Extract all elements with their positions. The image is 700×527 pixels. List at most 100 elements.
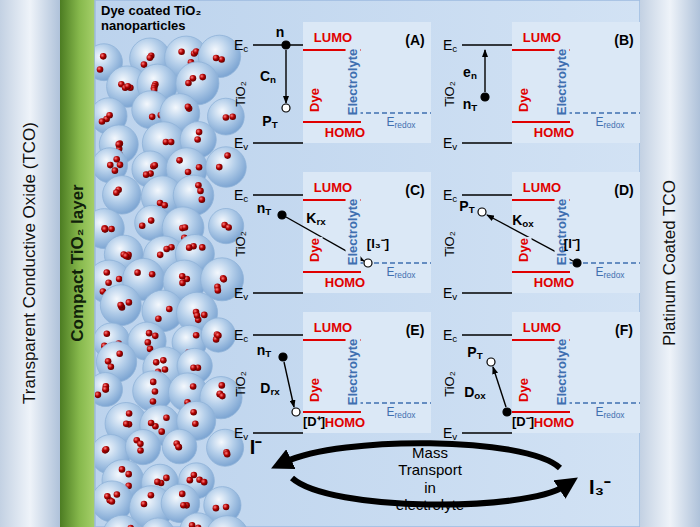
dye-molecule [149, 114, 156, 121]
text-holder: Dye [308, 237, 323, 263]
homo-label: HOMO [325, 126, 365, 141]
dye-molecule [141, 61, 148, 68]
dye-molecule [104, 493, 111, 500]
electron [279, 353, 287, 361]
text-holder: I⁻ [250, 436, 263, 459]
dye-molecule [116, 276, 123, 283]
rate-label: Krx [306, 210, 325, 226]
text-holder: Kox [512, 212, 534, 228]
text-holder: Platinum Coated TCO [660, 180, 680, 346]
platinum-band-fill [640, 0, 700, 527]
valence-band-edge [253, 292, 303, 294]
band-edge-label: Ev [443, 285, 457, 301]
tio2-particle [201, 318, 235, 352]
dye-molecule [185, 80, 192, 87]
material-label: TiO₂ [234, 231, 249, 257]
dye-molecule [213, 55, 220, 62]
energy-diagram [253, 335, 431, 433]
tio2-particle [162, 429, 197, 464]
main-text: E [443, 135, 452, 151]
nanoparticle-region: Dye coated TiO₂ nanoparticles(A)LUMODyeE… [95, 0, 640, 527]
text-holder: Ec [443, 327, 457, 343]
electrolyte-label: Electrolyte [555, 48, 570, 116]
dye-molecule [150, 379, 157, 386]
band-edge-label: Ec [234, 187, 248, 203]
text-holder: HOMO [534, 276, 574, 291]
dye-molecule [197, 188, 204, 195]
subscript: T [265, 348, 271, 359]
subscript: c [452, 43, 457, 54]
text-holder: Mass Transport in electrolyte [396, 444, 464, 513]
panel-letter: (A) [405, 32, 424, 48]
main-text: E [387, 115, 395, 129]
subscript: redox [395, 410, 416, 420]
subscript: n [270, 74, 276, 85]
main-text: E [387, 405, 395, 419]
main-text: D [260, 380, 270, 396]
subscript: T [265, 206, 271, 217]
conduction-band-edge [253, 334, 303, 336]
rate-label: Cn [260, 68, 276, 84]
subscript: v [452, 141, 457, 152]
dye-molecule [162, 366, 169, 373]
dye-molecule [220, 276, 227, 283]
text-holder: LUMO [314, 321, 352, 336]
main-text: E [443, 37, 452, 53]
energy-diagram [253, 41, 431, 143]
conduction-band-edge [462, 194, 512, 196]
electron [573, 259, 581, 267]
dye-molecule [95, 392, 101, 399]
tio2-particle [100, 285, 141, 326]
dye-molecule [123, 421, 130, 428]
valence-band-edge [462, 292, 512, 294]
lumo-label: LUMO [523, 181, 561, 196]
main-text: E [443, 187, 452, 203]
text-holder: Compact TiO₂ layer [68, 184, 88, 341]
material-label: TiO₂ [443, 371, 458, 397]
dye-molecule [125, 471, 132, 478]
subscript: redox [395, 120, 416, 130]
lumo-label: LUMO [314, 31, 352, 46]
band-edge-label: Ev [443, 425, 457, 441]
hole [487, 358, 495, 366]
text-holder: nT [463, 96, 478, 112]
dye-molecule [158, 428, 165, 435]
text-holder: Ev [443, 135, 457, 151]
dye-molecule [115, 141, 122, 148]
dye-molecule [224, 451, 231, 458]
subscript: c [243, 333, 248, 344]
carrier-label: PT [467, 344, 482, 360]
dye-molecule [179, 280, 186, 287]
band-edge-label: Ec [443, 327, 457, 343]
main-text: E [443, 285, 452, 301]
text-holder: nT [257, 342, 272, 358]
energy-diagram [462, 45, 640, 143]
panel-letter: (E) [406, 322, 425, 338]
tio2-particle [206, 147, 246, 187]
dye-molecule [199, 196, 206, 203]
dye-molecule [143, 171, 150, 178]
electrolyte-label: Electrolyte [555, 338, 570, 406]
main-text: E [234, 327, 243, 343]
text-holder: PT [459, 198, 474, 214]
homo-label: HOMO [325, 276, 365, 291]
dye-molecule [189, 522, 196, 527]
dye-molecule [97, 66, 104, 73]
text-holder: Electrolyte [346, 48, 361, 116]
text-holder: nT [257, 200, 272, 216]
subscript: ox [522, 218, 533, 229]
subscript: c [243, 193, 248, 204]
panel-letter: (C) [405, 182, 424, 198]
text-holder: Dye coated TiO₂ nanoparticles [101, 4, 231, 34]
text-holder: PT [467, 344, 482, 360]
panel-letter: (D) [614, 182, 633, 198]
dye-molecule [107, 162, 114, 169]
compact-layer-band-fill [60, 0, 95, 527]
text-holder: HOMO [325, 126, 365, 141]
dye-molecule [193, 332, 200, 339]
redox-level-label: Eredox [387, 266, 416, 280]
text-holder: Electrolyte [555, 48, 570, 116]
band-edge-label: Ec [443, 187, 457, 203]
main-text: E [443, 327, 452, 343]
